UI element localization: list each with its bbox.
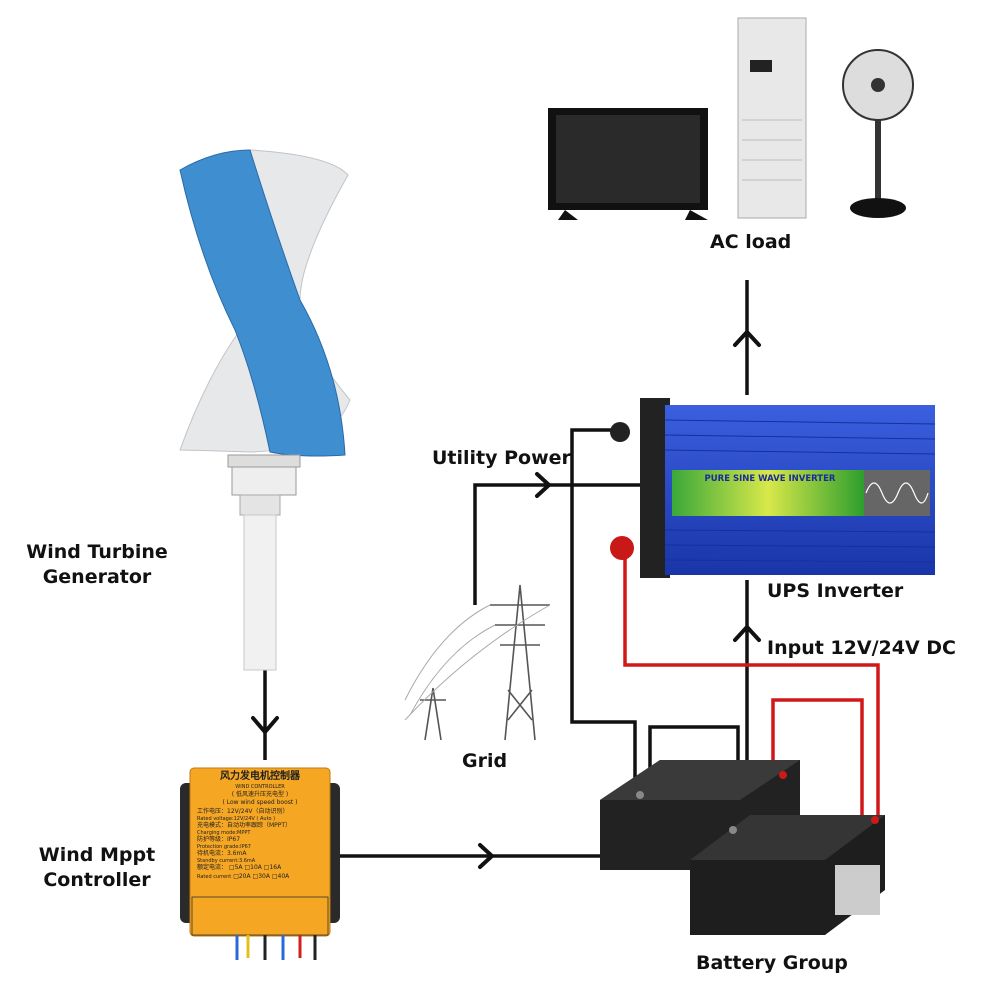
wind-controller-image (180, 767, 340, 960)
arrow-up-icon (733, 329, 761, 347)
ac-load-label: AC load (710, 231, 792, 253)
controller-title-en: WIND CONTROLLER (235, 784, 285, 790)
protection-cn: 防护等级：IP67 (197, 836, 241, 844)
arrow-up-icon (733, 624, 761, 642)
wind-controller-label: Wind Mppt Controller (17, 843, 177, 893)
ups-inverter-label: UPS Inverter (767, 580, 904, 602)
controller-panel-text: 风力发电机控制器 WIND CONTROLLER ( 低风速升压充电型 ) ( … (193, 771, 327, 881)
red-wires (623, 548, 880, 820)
wind-turbine-image (179, 149, 351, 671)
voltage-cn: 工作电压：12V/24V（自动识别） (197, 807, 289, 815)
rated-cn: 额定电流： (197, 864, 228, 872)
grid-tower-image (404, 584, 551, 741)
utility-power-label: Utility Power (432, 447, 571, 469)
current-option: □30A (252, 872, 270, 880)
wind-controller-label-line1: Wind Mppt (38, 844, 156, 866)
mode-en: Charging mode:MPPT (197, 830, 251, 837)
inverter-panel-title: PURE SINE WAVE INVERTER (704, 474, 836, 484)
arrow-down-icon (251, 716, 279, 736)
fan-image (842, 49, 914, 218)
current-option: □20A (233, 872, 251, 880)
ac-load-image (548, 17, 914, 220)
arrow-right-icon (478, 843, 495, 869)
standby-cn: 待机电流：3.6mA (197, 850, 247, 858)
standby-en: Standby current:3.6mA (197, 858, 256, 865)
inverter-negative-wire (570, 428, 637, 790)
wind-turbine-label: Wind Turbine Generator (17, 540, 177, 590)
wires (263, 280, 749, 858)
controller-subtitle-cn: ( 低风速升压充电型 ) (231, 791, 289, 799)
arrows (251, 329, 761, 869)
battery-group-image (600, 760, 885, 935)
rated-en: Rated current (197, 873, 232, 880)
input-dc-label: Input 12V/24V DC (767, 637, 956, 659)
protection-en: Protection grade:IP67 (197, 844, 251, 851)
air-conditioner-image (737, 17, 807, 219)
wind-turbine-label-line2: Generator (42, 566, 152, 588)
mode-cn: 充电模式：自动功率跟踪（MPPT） (197, 821, 292, 829)
grid-label: Grid (462, 750, 508, 772)
utility-wire (473, 483, 640, 605)
ups-inverter-image (610, 398, 936, 578)
voltage-en: Rated voltage:12V/24V ( Auto ) (197, 815, 276, 822)
current-option: □16A (263, 864, 282, 872)
arrow-right-icon (535, 472, 552, 498)
wind-turbine-label-line1: Wind Turbine (26, 541, 168, 563)
battery-group-label: Battery Group (696, 952, 848, 974)
controller-title-cn: 风力发电机控制器 (220, 771, 300, 782)
current-option: □40A (271, 872, 290, 880)
current-option: □5A (228, 864, 243, 872)
tv-image (548, 108, 708, 220)
wind-controller-label-line2: Controller (43, 869, 151, 891)
controller-subtitle-en: ( Low wind speed boost ) (222, 799, 298, 807)
current-option: □10A (244, 864, 262, 872)
